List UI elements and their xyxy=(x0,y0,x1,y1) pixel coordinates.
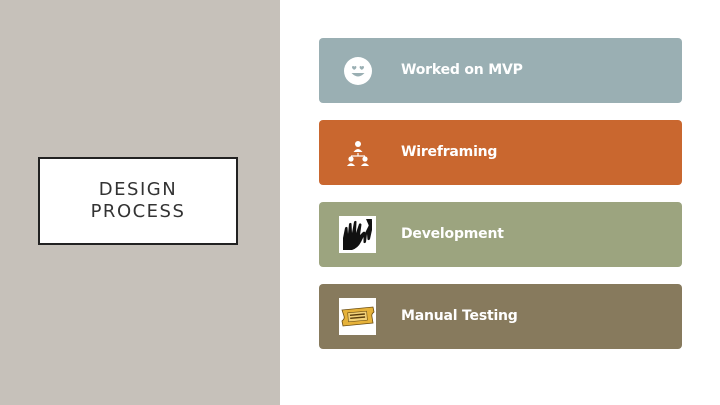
step-card-worked-on-mvp: Worked on MVP xyxy=(319,38,682,103)
step-label: Wireframing xyxy=(401,144,498,160)
title-box: DESIGN PROCESS xyxy=(38,157,238,245)
step-card-wireframing: Wireframing xyxy=(319,120,682,185)
step-label: Development xyxy=(401,226,504,242)
step-card-development: Development xyxy=(319,202,682,267)
helping-hands-icon xyxy=(339,216,376,253)
step-card-manual-testing: Manual Testing xyxy=(319,284,682,349)
ticket-icon xyxy=(339,298,376,335)
org-chart-people-icon xyxy=(339,134,376,171)
step-label: Worked on MVP xyxy=(401,62,523,78)
smiley-heart-eyes-icon xyxy=(339,52,376,89)
title-line-2: PROCESS xyxy=(90,201,186,222)
step-label: Manual Testing xyxy=(401,308,518,324)
title-line-1: DESIGN xyxy=(98,179,178,200)
